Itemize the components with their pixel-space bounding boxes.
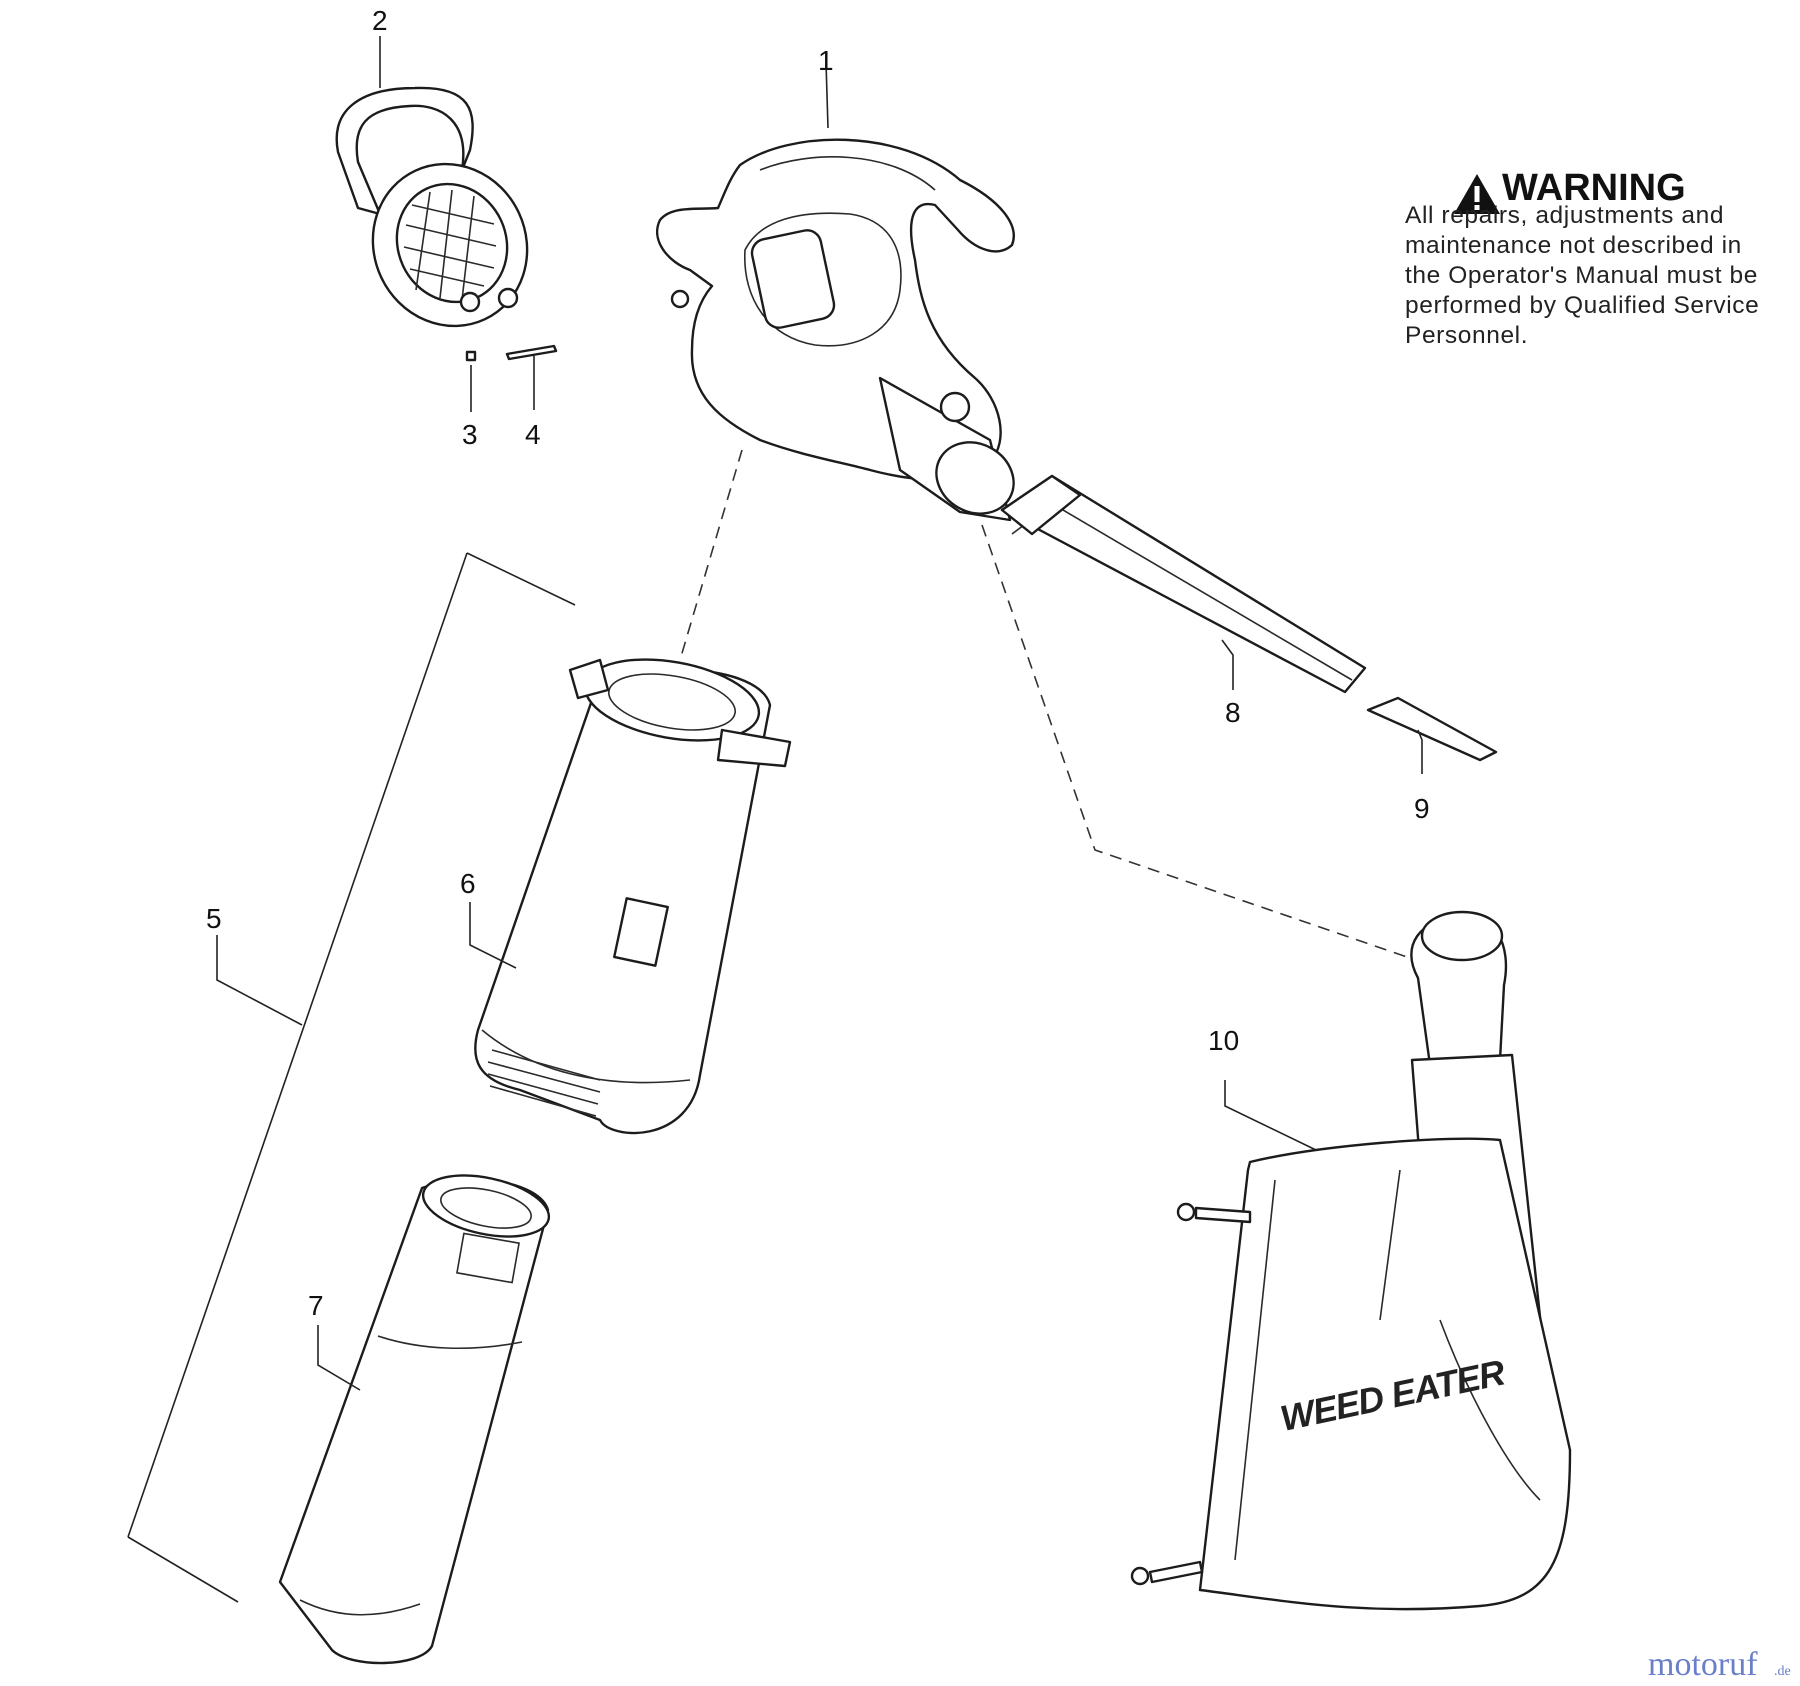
warning-line-1: All repairs, adjustments and	[1405, 202, 1724, 229]
assembly-guide-tube	[679, 449, 743, 661]
warning-line-2: maintenance not described in	[1405, 232, 1742, 259]
part-2-intake-cover	[335, 86, 529, 328]
callout-7: 7	[308, 1290, 324, 1321]
leader-lines	[127, 36, 1423, 1603]
part-7-vacuum-tube-lower	[278, 1174, 551, 1665]
callout-10: 10	[1208, 1025, 1239, 1056]
callout-5: 5	[206, 903, 222, 934]
callout-3: 3	[462, 419, 478, 450]
warning-line-4: performed by Qualified Service	[1405, 292, 1759, 319]
watermark-main: motoruf	[1648, 1646, 1758, 1683]
bag-strap-clip-upper	[1176, 1202, 1252, 1224]
part-1-blower-housing	[656, 138, 1015, 522]
warning-title: WARNING	[1502, 167, 1686, 209]
part-8-blower-tube	[1000, 474, 1367, 694]
callout-6: 6	[460, 868, 476, 899]
warning-triangle-icon	[1454, 174, 1500, 214]
part-10-collection-bag: WEED EATER	[1198, 910, 1572, 1611]
part-3-nut	[465, 350, 477, 362]
callout-1: 1	[818, 45, 834, 76]
warning-line-5: Personnel.	[1405, 322, 1528, 349]
watermark: motoruf .de	[1648, 1646, 1791, 1683]
bag-strap-clip-lower	[1130, 1560, 1204, 1586]
warning-line-3: the Operator's Manual must be	[1405, 262, 1758, 289]
callout-2: 2	[372, 5, 388, 36]
part-6-vacuum-tube-upper	[474, 658, 792, 1135]
callout-8: 8	[1225, 697, 1241, 728]
part-4-pin	[505, 344, 558, 361]
callout-9: 9	[1414, 793, 1430, 824]
watermark-suffix: .de	[1774, 1664, 1791, 1679]
callout-4: 4	[525, 419, 541, 450]
warning-notice: WARNING All repairs, adjustments and mai…	[1405, 167, 1759, 349]
assembly-guide-bag	[981, 524, 1411, 959]
part-9-nozzle	[1366, 696, 1498, 762]
